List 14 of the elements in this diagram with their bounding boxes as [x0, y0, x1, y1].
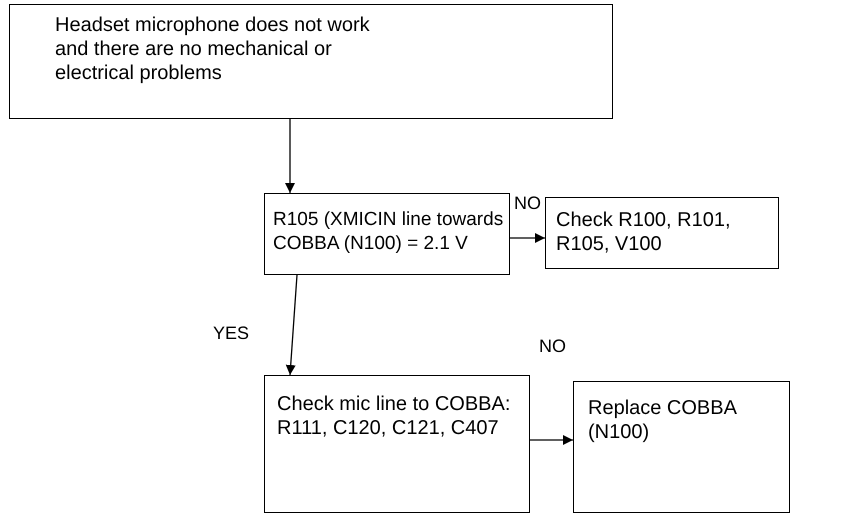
arrow: [530, 435, 573, 445]
arrow: [510, 233, 545, 243]
box-text: Check mic line to COBBA: R111, C120, C121, C407: [277, 392, 512, 440]
process-box: [264, 193, 510, 275]
box-text: Headset microphone does not work and there are no mechanical or electrical problems: [55, 13, 371, 85]
process-box: [545, 197, 779, 269]
box-text: Check R100, R101, R105, V100: [556, 208, 732, 256]
arrow: [286, 274, 298, 376]
process-box: [573, 381, 790, 513]
process-box: [9, 4, 613, 119]
box-text: R105 (XMICIN line towards COBBA (N100) = 2.1 V: [273, 208, 504, 256]
arrow: [285, 119, 295, 193]
box-text: Replace COBBA (N100): [588, 396, 738, 444]
process-box: [264, 375, 530, 513]
